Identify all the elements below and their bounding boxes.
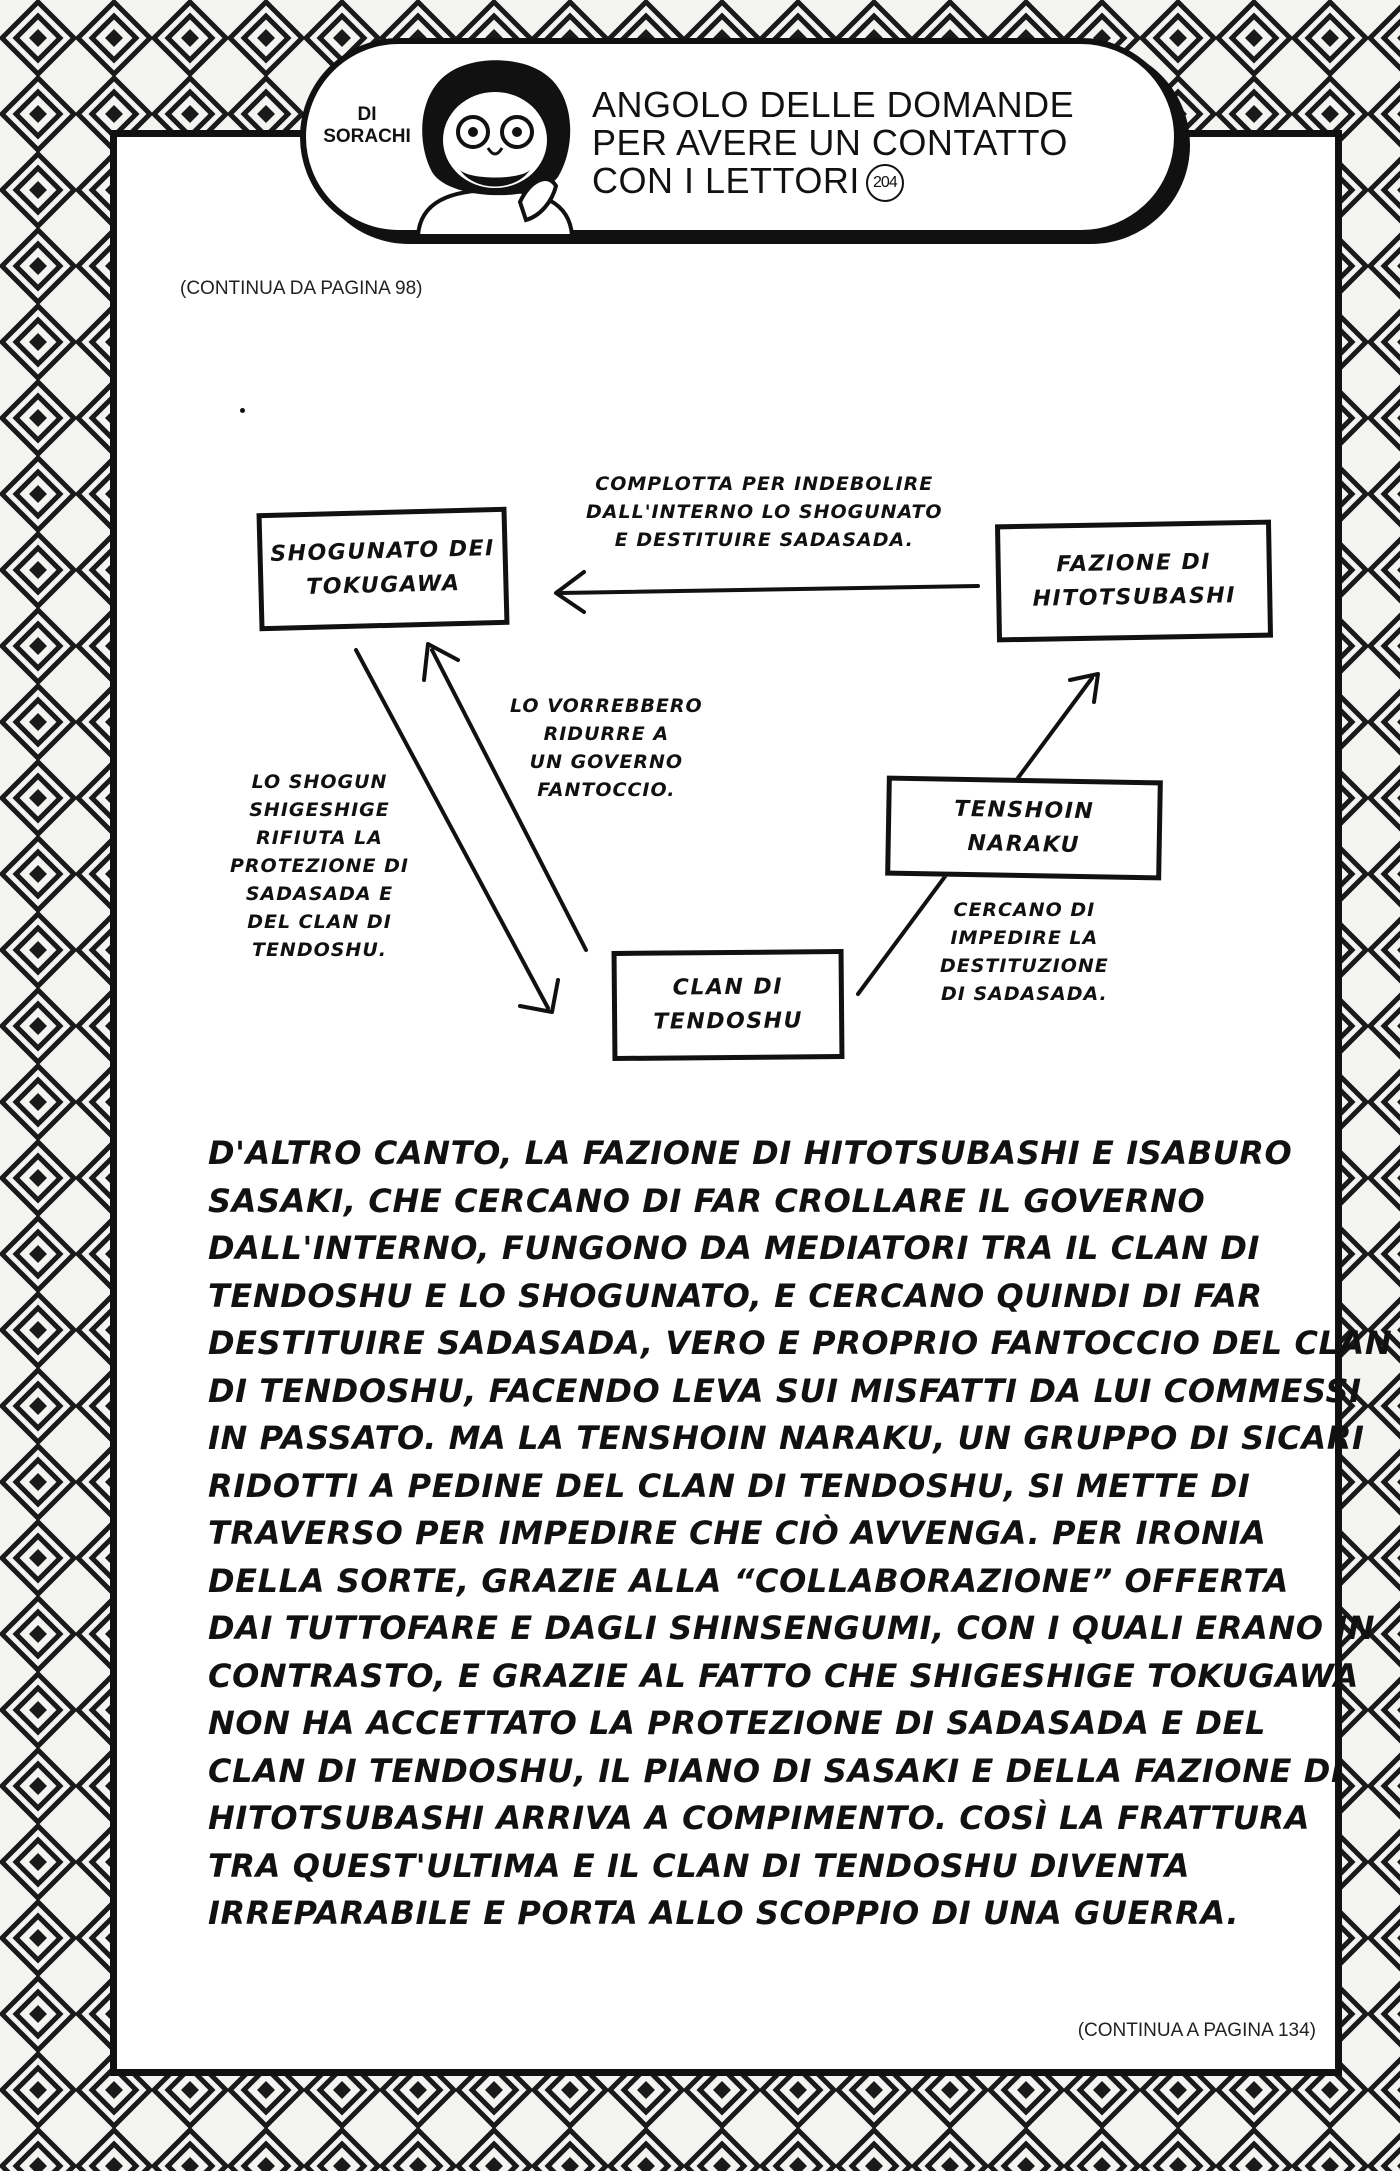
- paragraph-line: DAI TUTTOFARE E DAGLI SHINSENGUMI, CON I…: [208, 1609, 1376, 1647]
- note-line: DESTITUZIONE: [940, 955, 1109, 977]
- note-line: FANTOCCIO.: [537, 779, 676, 801]
- node-label: TENDOSHU: [653, 1008, 804, 1035]
- paragraph-line: TRAVERSO PER IMPEDIRE CHE CIÒ AVVENGA. P…: [208, 1514, 1267, 1552]
- note-line: SADASADA E: [245, 883, 394, 905]
- note-line: RIFIUTA LA: [256, 827, 383, 849]
- note-line: LO SHOGUN: [251, 771, 388, 793]
- note-line: DEL CLAN DI: [247, 911, 392, 933]
- content-panel: [110, 130, 1342, 2076]
- note-line: TENDOSHU.: [251, 939, 387, 961]
- note-line: RIDURRE A: [543, 723, 670, 745]
- note-line: SHIGESHIGE: [249, 799, 390, 821]
- node-tendoshu: CLAN DI TENDOSHU: [611, 948, 845, 1062]
- note-line: LO VORREBBERO: [510, 695, 703, 717]
- continued-to-note: (CONTINUA A PAGINA 134): [1077, 2020, 1316, 2041]
- paragraph-line: RIDOTTI A PEDINE DEL CLAN DI TENDOSHU, S…: [208, 1466, 1251, 1505]
- node-label: HITOTSUBASHI: [1032, 583, 1237, 612]
- note-fantoccio: LO VORREBBERO RIDURRE A UN GOVERNO FANTO…: [510, 692, 703, 804]
- node-tenshoin: TENSHOIN NARAKU: [885, 775, 1163, 881]
- node-hitotsubashi: FAZIONE DI HITOTSUBASHI: [994, 519, 1274, 643]
- paragraph-line: SASAKI, CHE CERCANO DI FAR CROLLARE IL G…: [208, 1181, 1206, 1220]
- note-line: PROTEZIONE DI: [230, 855, 409, 877]
- node-label: TOKUGAWA: [306, 570, 461, 601]
- paragraph-line: IN PASSATO. MA LA TENSHOIN NARAKU, UN GR…: [208, 1419, 1365, 1457]
- column-title: ANGOLO DELLE DOMANDE PER AVERE UN CONTAT…: [592, 84, 1152, 203]
- node-label: TENSHOIN: [954, 796, 1095, 825]
- title-line: PER AVERE UN CONTATTO: [592, 122, 1068, 163]
- title-line: ANGOLO DELLE DOMANDE: [592, 84, 1075, 125]
- paragraph-line: CONTRASTO, E GRAZIE AL FATTO CHE SHIGESH…: [208, 1656, 1359, 1695]
- byline-line: SORACHI: [323, 126, 411, 147]
- node-label: SHOGUNATO DEI: [269, 536, 496, 567]
- ink-dot: [240, 408, 245, 413]
- note-line: COMPLOTTA PER INDEBOLIRE: [595, 473, 934, 495]
- paragraph-line: HITOTSUBASHI ARRIVA A COMPIMENTO. COSÌ L…: [208, 1799, 1311, 1837]
- note-line: E DESTITUIRE SADASADA.: [614, 529, 914, 551]
- paragraph-line: TRA QUEST'ULTIMA E IL CLAN DI TENDOSHU D…: [208, 1846, 1191, 1885]
- note-rifiuta: LO SHOGUN SHIGESHIGE RIFIUTA LA PROTEZIO…: [230, 768, 409, 964]
- note-complotto: COMPLOTTA PER INDEBOLIRE DALL'INTERNO LO…: [586, 470, 943, 554]
- node-label: CLAN DI: [672, 974, 784, 1001]
- byline-line: DI: [357, 104, 377, 125]
- author-byline: DI SORACHI: [322, 104, 412, 148]
- paragraph-line: IRREPARABILE E PORTA ALLO SCOPPIO DI UNA…: [208, 1894, 1240, 1932]
- title-line-text: CON I LETTORI: [592, 160, 860, 201]
- paragraph-line: CLAN DI TENDOSHU, IL PIANO DI SASAKI E D…: [208, 1751, 1344, 1790]
- paragraph-line: TENDOSHU E LO SHOGUNATO, E CERCANO QUIND…: [208, 1276, 1263, 1315]
- paragraph-line: DI TENDOSHU, FACENDO LEVA SUI MISFATTI D…: [208, 1371, 1362, 1410]
- node-label: NARAKU: [967, 831, 1081, 858]
- paragraph-line: DALL'INTERNO, FUNGONO DA MEDIATORI TRA I…: [208, 1229, 1261, 1267]
- paragraph-line: DESTITUIRE SADASADA, VERO E PROPRIO FANT…: [208, 1324, 1393, 1362]
- note-line: UN GOVERNO: [529, 751, 684, 773]
- paragraph-line: NON HA ACCETTATO LA PROTEZIONE DI SADASA…: [208, 1704, 1267, 1742]
- node-label: FAZIONE DI: [1056, 549, 1212, 578]
- note-line: DALL'INTERNO LO SHOGUNATO: [586, 501, 943, 523]
- paragraph-line: D'ALTRO CANTO, LA FAZIONE DI HITOTSUBASH…: [208, 1134, 1293, 1172]
- note-impedire: CERCANO DI IMPEDIRE LA DESTITUZIONE DI S…: [940, 896, 1109, 1008]
- issue-number-badge: 204: [865, 164, 904, 203]
- explanation-paragraph: D'ALTRO CANTO, LA FAZIONE DI HITOTSUBASH…: [208, 1130, 1393, 1938]
- paragraph-line: DELLA SORTE, GRAZIE ALLA “COLLABORAZIONE…: [208, 1561, 1289, 1600]
- note-line: IMPEDIRE LA: [950, 927, 1099, 949]
- note-line: DI SADASADA.: [940, 983, 1108, 1005]
- node-shogunato: SHOGUNATO DEI TOKUGAWA: [256, 506, 510, 632]
- note-line: CERCANO DI: [953, 899, 1096, 921]
- author-portrait-icon: [415, 60, 575, 236]
- continued-from-note: (CONTINUA DA PAGINA 98): [180, 278, 423, 299]
